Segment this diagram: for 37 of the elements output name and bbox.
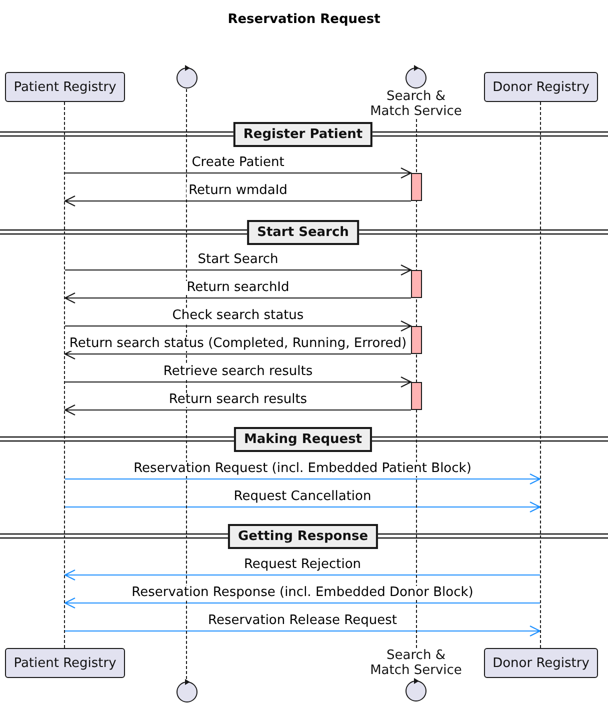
- message-arrow: [64, 195, 412, 207]
- message-label: Reservation Response (incl. Embedded Donor Block): [130, 586, 476, 600]
- message-arrow: [64, 501, 541, 513]
- message-label: Return searchId: [184, 281, 292, 295]
- section-divider-label: Making Request: [234, 427, 372, 452]
- activation-bar: [411, 173, 422, 201]
- message-arrow: [64, 264, 412, 276]
- message-arrow: [64, 376, 412, 388]
- section-divider-label: Getting Response: [228, 524, 378, 549]
- message-arrow: [64, 473, 541, 485]
- lifeline: [64, 102, 65, 648]
- message-arrow: [64, 167, 412, 179]
- participant-box: Donor Registry: [484, 648, 598, 678]
- message-arrow: [64, 320, 412, 332]
- message-arrow: [64, 404, 412, 416]
- diagram-title: Reservation Request: [226, 12, 382, 27]
- participant-box: Patient Registry: [5, 72, 125, 102]
- message-label: Reservation Release Request: [206, 614, 399, 628]
- message-label: Return wmdaId: [186, 184, 290, 198]
- section-divider-label: Start Search: [247, 220, 359, 245]
- participant-box: Patient Registry: [5, 648, 125, 678]
- participant-box: Donor Registry: [484, 72, 598, 102]
- message-label: Reservation Request (incl. Embedded Patient Block): [132, 462, 474, 476]
- message-arrow: [64, 597, 540, 609]
- activation-bar: [411, 270, 422, 298]
- control-circle-icon: [175, 65, 199, 89]
- message-arrow: [64, 569, 540, 581]
- activation-bar: [411, 382, 422, 410]
- section-divider-label: Register Patient: [233, 122, 373, 147]
- message-arrow: [64, 625, 541, 637]
- participant-label: Search & Match Service: [369, 89, 463, 119]
- participant-label: Search & Match Service: [369, 648, 463, 678]
- control-circle-icon: [175, 679, 199, 703]
- message-label: Check search status: [170, 309, 306, 323]
- lifeline: [540, 102, 541, 648]
- activation-bar: [411, 326, 422, 354]
- message-arrow: [64, 292, 412, 304]
